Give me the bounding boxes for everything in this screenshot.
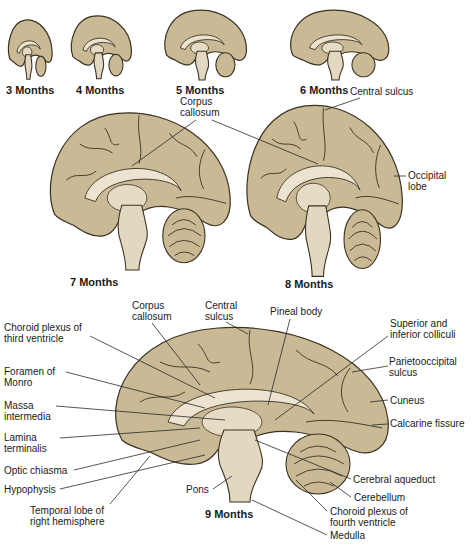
structure-label: Cerebral aqueduct [353,474,471,485]
brain-8-months [247,105,402,276]
brain-3-months [9,20,53,79]
brain-4-months [71,16,131,79]
structure-label: Medulla [330,530,390,541]
structure-label: Occipital lobe [408,170,460,192]
structure-label: Cerebellum [354,492,434,503]
structure-label: Cuneus [390,395,450,406]
structure-label: Superior and inferior colliculi [390,318,470,340]
structure-label: Corpus callosum [180,96,226,118]
brain-6-months [291,10,389,80]
age-label: 3 Months [6,84,54,96]
structure-label: Temporal lobe of right hemisphere [30,505,122,527]
age-label: 5 Months [176,84,224,96]
structure-label: Calcarine fissure [390,418,470,429]
structure-label: Massa intermedia [4,400,58,422]
structure-label: Foramen of Monro [4,366,66,388]
age-label: 9 Months [205,508,253,520]
structure-label: Choroid plexus of fourth ventricle [330,506,430,528]
brain-5-months [165,10,247,80]
structure-label: Central sulcus [350,86,430,97]
age-label: 7 Months [70,276,118,288]
structure-label: Pons [186,484,216,495]
structure-label: Corpus callosum [132,300,178,322]
brain-7-months [50,113,230,270]
structure-label: Lamina terminalis [4,432,60,454]
leader-lines [56,98,406,535]
structure-label: Central sulcus [205,300,249,322]
structure-label: Optic chiasma [4,465,74,476]
structure-label: Choroid plexus of third ventricle [4,322,100,344]
age-label: 8 Months [285,278,333,290]
structure-label: Pineal body [270,306,340,317]
age-label: 6 Months [300,84,348,96]
structure-label: Parietooccipital sulcus [389,356,471,378]
age-label: 4 Months [76,84,124,96]
structure-label: Hypophysis [4,484,64,495]
